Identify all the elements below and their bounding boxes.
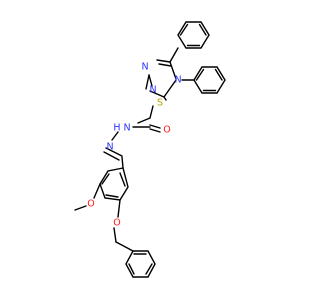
bond-imine-n-c-second: [103, 151, 120, 161]
atom-nitrogen-imine: N: [106, 142, 113, 153]
atom-n-triazole-right: N: [149, 85, 156, 96]
bond-imine-n-c: [105, 147, 123, 157]
atom-oxygen-carbonyl: O: [163, 125, 170, 136]
bond-methoxy-o-to-ch3: [74, 205, 87, 211]
triazole-ring: [145, 59, 177, 98]
atom-oxygen-benzyloxy: O: [113, 218, 120, 229]
top-phenyl-ring: [177, 21, 210, 49]
right-phenyl-ring: [193, 66, 226, 94]
bond-carbonyl-c-o-second: [149, 128, 161, 133]
molecule-structure-diagram: N N N S O N H N O O: [74, 21, 226, 278]
atom-n-triazole-left: N: [141, 62, 148, 73]
atom-n-triazole-4: N: [174, 75, 181, 86]
bond-sulfur-to-ch2: [149, 105, 154, 119]
atom-nitrogen-amide: N: [123, 123, 130, 134]
bond-benzyloxy-o-to-ch2: [113, 227, 117, 243]
atom-sulfur: S: [157, 98, 163, 109]
bond-carbonyl-c-o: [149, 124, 161, 129]
bond-n-to-n: [111, 131, 119, 141]
bond-triazole-to-sulfur: [163, 96, 167, 101]
bond-imine-c-to-ring: [121, 156, 124, 169]
bond-ch2-to-carbonyl: [137, 117, 151, 124]
atom-hydrogen-amide: H: [113, 123, 120, 134]
bond-ring-to-benzyloxy-o: [117, 199, 121, 218]
bond-ring-to-methoxy-o: [93, 183, 101, 199]
benzylidene-ring: [99, 167, 129, 201]
bond-phenyl-to-triazole: [169, 47, 179, 63]
bond-ch2-to-benzyl-ring: [115, 241, 134, 252]
benzyl-ring: [125, 250, 156, 278]
atom-oxygen-methoxy: O: [87, 199, 94, 210]
